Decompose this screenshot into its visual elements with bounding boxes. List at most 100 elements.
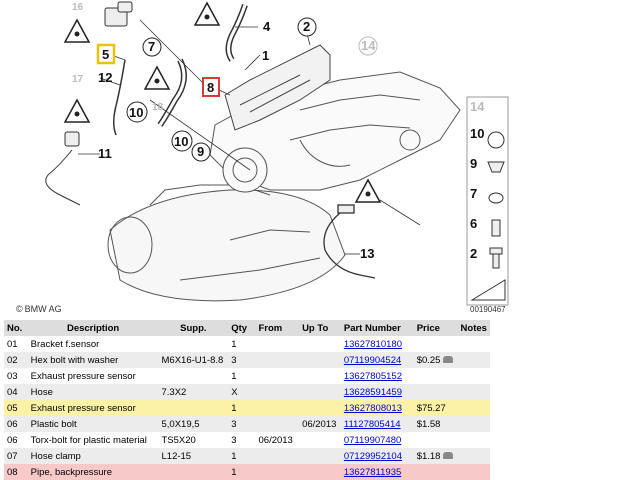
legend-2[interactable]: 2 [470,246,477,261]
legend-14[interactable]: 14 [470,99,485,114]
cell-no: 06 [4,432,28,448]
legend-7[interactable]: 7 [470,186,477,201]
callout-18[interactable]: 18 [152,102,164,113]
part-number-link[interactable]: 11127805414 [343,418,401,430]
cell-no: 07 [4,448,28,464]
cell-notes [457,416,490,432]
temperature-sensor-13-drawing [323,204,376,279]
cell-part-number: 13627808013 [340,400,414,416]
cell-price [413,432,458,448]
pressure-sensor-drawing [104,1,133,27]
callout-10b[interactable]: 10 [174,134,188,149]
cell-notes [457,352,490,368]
cart-icon[interactable] [443,452,454,460]
cell-part-number: 11127805414 [340,416,414,432]
copyright-text: BMW AG [24,304,62,314]
callout-8[interactable]: 8 [207,80,214,95]
cell-upto [299,368,341,384]
callout-16[interactable]: 16 [72,2,84,13]
callout-7[interactable]: 7 [148,39,155,54]
callout-17[interactable]: 17 [72,74,84,85]
cell-notes [457,400,490,416]
cell-price: $75.27 [413,400,458,416]
copyright-notice: ©BMW AG [16,304,62,314]
legend-10[interactable]: 10 [470,126,484,141]
cell-description: Hose [27,384,159,400]
callout-9[interactable]: 9 [197,144,204,159]
sensor-wire-drawing [112,59,126,136]
part-number-link[interactable]: 13627808013 [343,402,402,414]
callout-10[interactable]: 10 [129,105,143,120]
table-header-row: No. Description Supp. Qty From Up To Par… [4,320,490,336]
cell-no: 08 [4,464,28,480]
cell-from [255,336,300,352]
bracket-heat-shield-drawing [224,44,331,131]
header-notes: Notes [457,320,490,336]
cart-icon[interactable] [443,356,454,364]
cell-upto [299,448,341,464]
parts-table: No. Description Supp. Qty From Up To Par… [4,320,490,480]
cell-qty: 3 [228,432,256,448]
part-number-link[interactable]: 07119907480 [343,434,402,446]
cell-from [255,448,300,464]
legend-6[interactable]: 6 [470,216,477,231]
part-number-link[interactable]: 13627805152 [343,370,402,382]
cell-price [413,368,458,384]
cell-supp: 5,0X19,5 [158,416,229,432]
leader-lines [78,19,421,255]
cell-notes [457,384,490,400]
part-number-link[interactable]: 13627811935 [343,466,402,478]
part-number-link[interactable]: 13627810180 [343,338,402,350]
callout-4[interactable]: 4 [263,19,271,34]
cell-from [255,352,300,368]
cell-description: Torx-bolt for plastic material [27,432,159,448]
cell-qty: 1 [228,464,256,480]
cell-qty: X [228,384,256,400]
cell-qty: 1 [228,400,256,416]
cell-supp [158,400,229,416]
part-number-link[interactable]: 07129952104 [343,450,402,462]
copyright-icon: © [16,304,23,314]
callout-14[interactable]: 14 [361,38,376,53]
cell-price: $1.58 [413,416,458,432]
part-number-link[interactable]: 07119904524 [343,354,402,366]
cell-part-number: 07119904524 [340,352,414,368]
cell-description: Hose clamp [27,448,159,464]
cell-part-number: 13627811935 [340,464,414,480]
cell-price [413,464,458,480]
callout-5[interactable]: 5 [102,47,109,62]
cell-price [413,384,458,400]
cell-description: Plastic bolt [27,416,159,432]
cell-upto [299,336,341,352]
cell-from [255,400,300,416]
part-number-link[interactable]: 13628591459 [343,386,402,398]
callout-labels: 4 2 1 14 16 17 18 5 7 8 12 10 10 9 11 13 [72,2,378,261]
legend-9[interactable]: 9 [470,156,477,171]
cell-from [255,416,300,432]
cell-price: $1.18 [413,448,458,464]
cell-no: 01 [4,336,28,352]
callout-12[interactable]: 12 [98,70,112,85]
cell-part-number: 13627810180 [340,336,414,352]
cell-upto: 06/2013 [299,416,341,432]
exploded-view-drawing: 4 2 1 14 16 17 18 5 7 8 12 10 10 9 11 13… [45,1,509,306]
callout-2[interactable]: 2 [303,19,310,34]
cell-description: Exhaust pressure sensor [27,368,159,384]
callout-11[interactable]: 11 [98,146,112,161]
callout-13[interactable]: 13 [360,246,374,261]
cell-qty: 3 [228,416,256,432]
callout-1[interactable]: 1 [262,48,269,63]
warning-triangle-symbol [74,14,371,197]
cell-from [255,464,300,480]
cell-notes [457,432,490,448]
cell-no: 02 [4,352,28,368]
